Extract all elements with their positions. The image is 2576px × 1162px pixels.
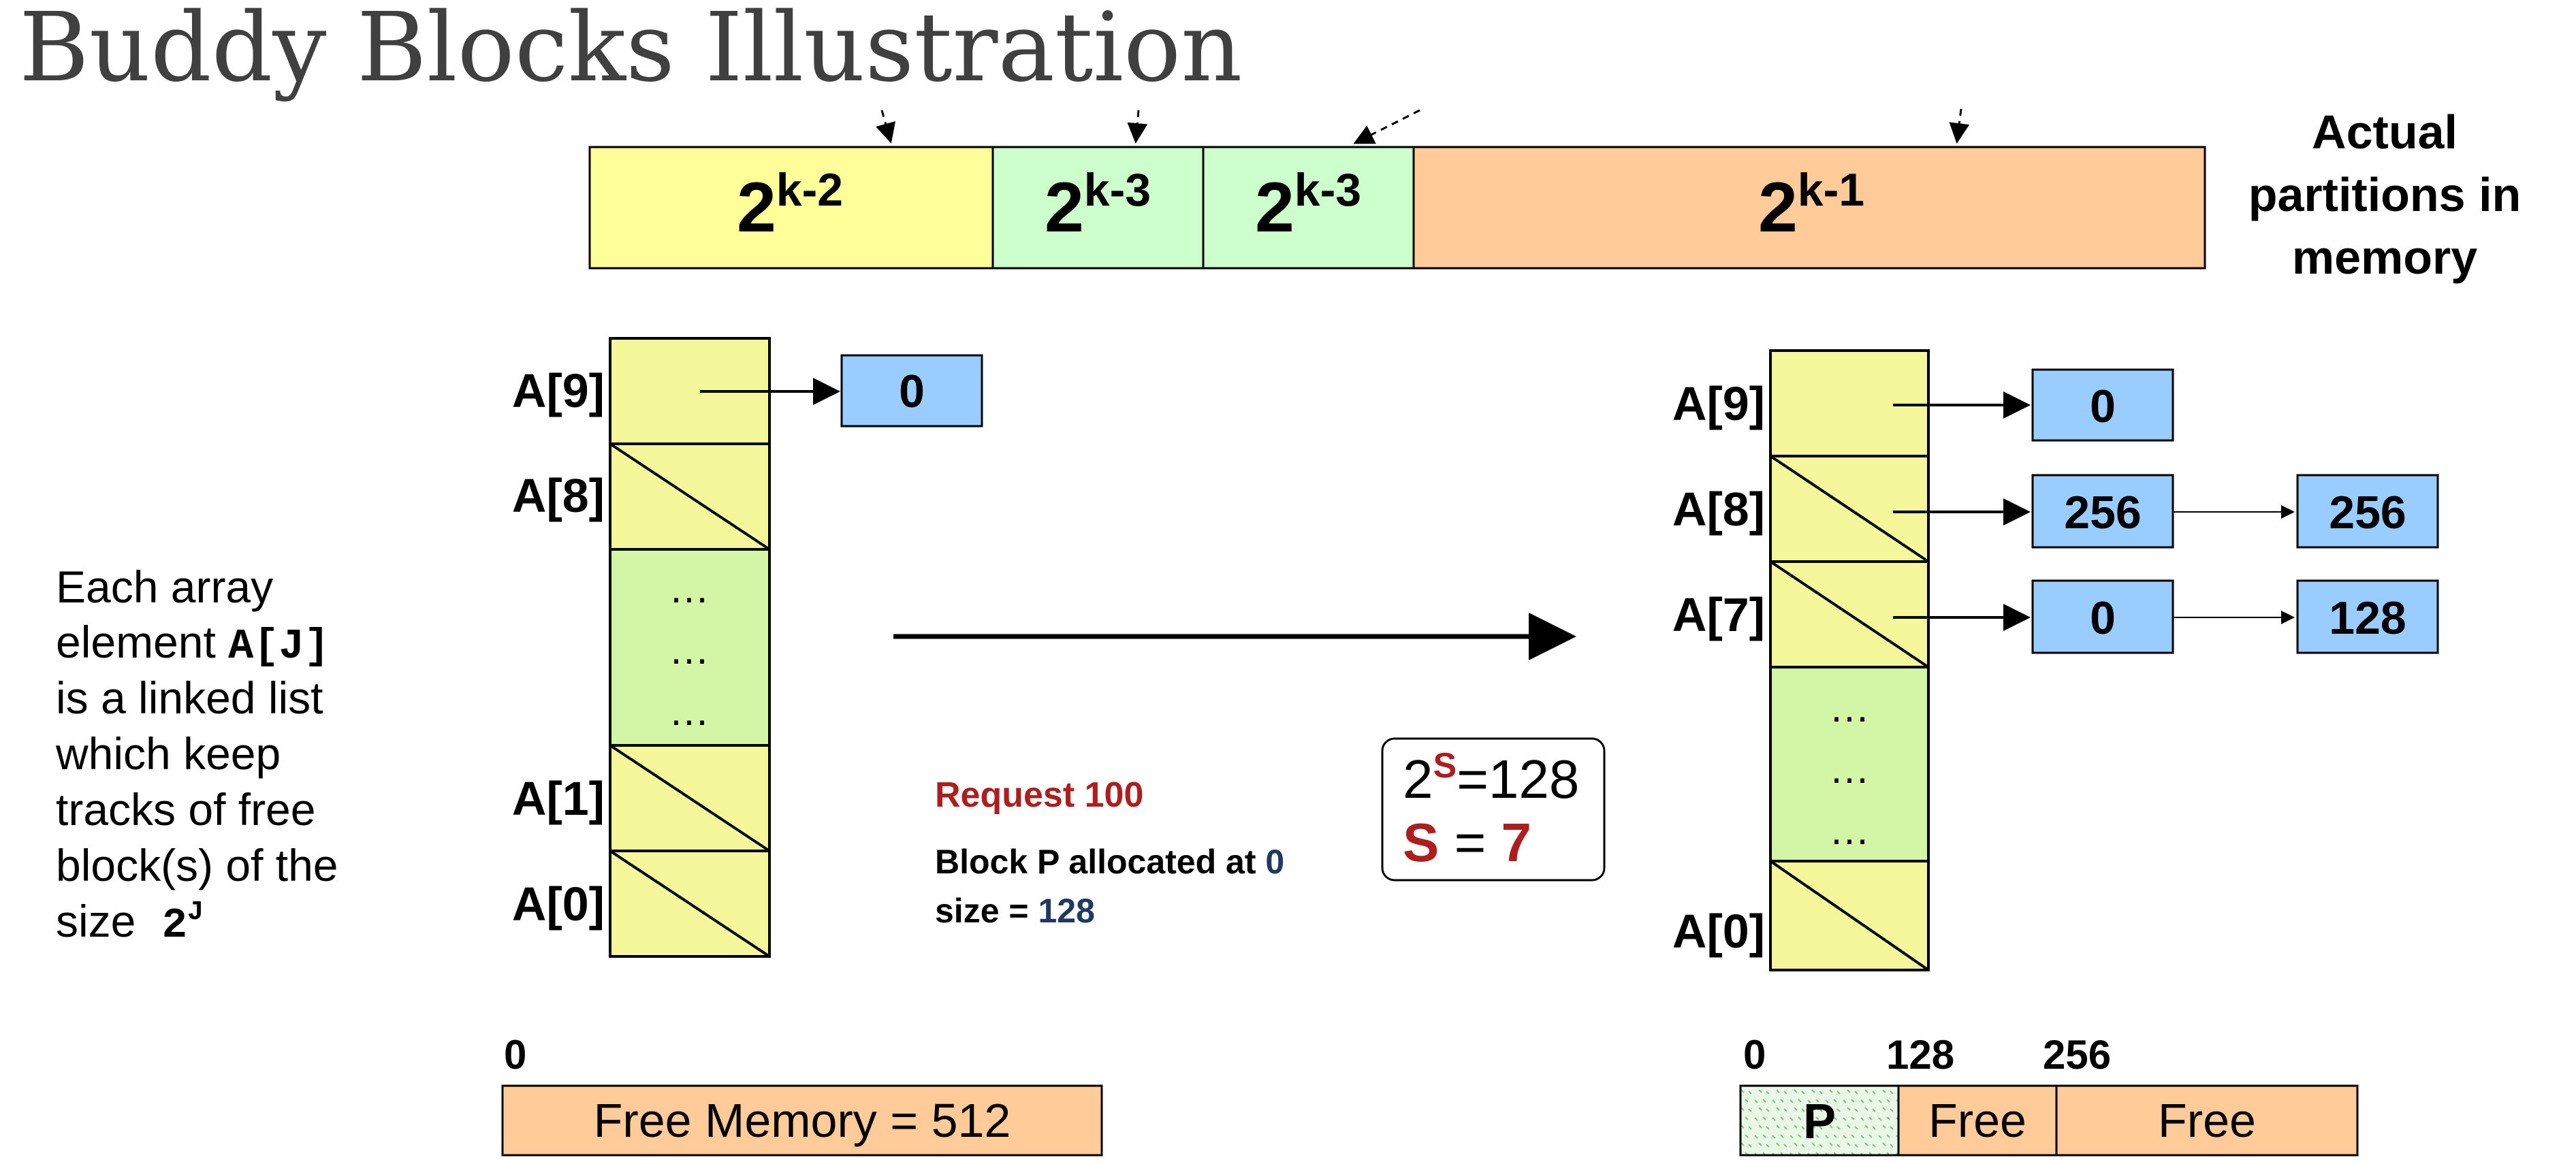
caption-line-2: partitions in <box>2248 168 2522 221</box>
array-description: Each array element A[J] is a linked list… <box>55 562 338 950</box>
right-a9-node <box>2031 368 2174 442</box>
right-memory-block-free-2 <box>2055 1084 2359 1157</box>
right-cell-a9 <box>1769 349 1930 457</box>
left-ellipsis-3: … <box>669 688 710 734</box>
right-label-a7: A[7] <box>1672 588 1765 641</box>
partition-pointer-arrows <box>876 108 1970 144</box>
desc-line-5: tracks of free <box>56 784 315 835</box>
pointer-arrow-4 <box>1949 108 1970 144</box>
formula-box: 2S=128 S = 7 <box>1381 737 1606 882</box>
right-ellipsis-1: … <box>1829 685 1870 730</box>
right-tick-128: 128 <box>1886 1032 1954 1078</box>
right-memory-label-free-1: Free <box>1928 1094 2026 1147</box>
pointer-arrow-2 <box>1127 110 1148 144</box>
pointer-arrow-3 <box>1353 109 1420 144</box>
left-a9-node-value: 0 <box>899 366 925 417</box>
caption-line-3: memory <box>2292 231 2477 284</box>
right-memory-label-p: P <box>1803 1095 1836 1149</box>
partition-block-k3-a <box>991 146 1205 270</box>
right-label-a8: A[8] <box>1672 483 1765 536</box>
left-cell-middle <box>609 548 771 747</box>
formula-box-border <box>1381 737 1606 882</box>
partition-block-k1 <box>1412 146 2206 270</box>
right-a9-node-value: 0 <box>2090 381 2116 432</box>
right-a8-node-1 <box>2031 474 2174 549</box>
left-label-a8: A[8] <box>512 469 605 522</box>
left-label-a1: A[1] <box>512 772 605 825</box>
right-memory-label-free-2: Free <box>2158 1094 2256 1147</box>
left-cell-a1-null <box>609 744 771 852</box>
left-cell-a8-null <box>609 442 771 551</box>
formula-s-line: S = 7 <box>1403 812 1531 873</box>
right-memory-block-p <box>1739 1084 1900 1157</box>
left-label-a9: A[9] <box>512 364 605 417</box>
right-memory-bar: 0 128 256 P Free Free <box>1739 1032 2359 1157</box>
page-title: Buddy Blocks Illustration <box>19 0 1242 103</box>
right-a7-node-2-value: 128 <box>2329 592 2406 644</box>
left-label-a0: A[0] <box>512 877 605 931</box>
left-memory-block <box>501 1084 1103 1157</box>
left-cell-a0-null <box>609 850 771 958</box>
right-cell-a7-diag <box>1769 560 1930 668</box>
right-a7-node-2 <box>2296 579 2439 654</box>
left-ellipsis-2: … <box>669 627 710 673</box>
desc-line-2: element A[J] <box>56 617 330 671</box>
request-size-line: size = 128 <box>935 892 1095 930</box>
left-a9-node <box>840 354 983 427</box>
partitions-caption: Actual partitions in memory <box>2248 106 2522 284</box>
desc-line-6: block(s) of the <box>56 840 338 890</box>
right-cell-a0-null <box>1769 860 1930 971</box>
right-ellipsis-2: … <box>1829 746 1870 792</box>
partition-block-k3-b <box>1202 146 1415 270</box>
request-info: Request 100 Block P allocated at 0 size … <box>935 775 1284 930</box>
request-block-line: Block P allocated at 0 <box>935 843 1284 881</box>
left-memory-bar: 0 Free Memory = 512 <box>501 1032 1103 1157</box>
request-label: Request 100 <box>935 775 1143 815</box>
partition-block-k2 <box>588 146 994 270</box>
right-a7-node-1 <box>2031 579 2174 654</box>
left-memory-start: 0 <box>504 1032 526 1078</box>
right-a8-node-2 <box>2296 474 2439 549</box>
partition-label-k3-a: 2k-3 <box>1045 164 1151 247</box>
desc-line-4: which keep <box>55 728 281 779</box>
partition-label-k1: 2k-1 <box>1758 164 1864 247</box>
formula-power-line: 2S=128 <box>1403 746 1579 809</box>
left-ellipsis-1: … <box>669 566 710 611</box>
left-memory-label: Free Memory = 512 <box>594 1094 1011 1147</box>
partition-label-k3-b: 2k-3 <box>1255 164 1361 247</box>
right-free-list-array: … … … A[9] A[8] A[7] A[0] 0 256 256 0 12… <box>1672 349 2439 971</box>
right-tick-256: 256 <box>2043 1032 2111 1078</box>
left-free-list-array: … … … A[9] A[8] A[1] A[0] 0 <box>512 337 983 958</box>
desc-line-7: size 2J <box>56 896 204 950</box>
right-a8-node-1-value: 256 <box>2064 487 2141 538</box>
right-ellipsis-3: … <box>1829 807 1870 853</box>
partitions-bar: 2k-2 2k-3 2k-3 2k-1 <box>588 146 2206 270</box>
right-memory-block-free-1 <box>1897 1084 2058 1157</box>
right-cell-a8-diag <box>1769 455 1930 563</box>
partition-label-k2: 2k-2 <box>737 164 843 247</box>
caption-line-1: Actual <box>2312 106 2458 159</box>
desc-line-3: is a linked list <box>56 673 323 723</box>
pointer-arrow-1 <box>876 110 896 144</box>
right-label-a9: A[9] <box>1672 377 1765 430</box>
right-cell-middle <box>1769 666 1930 862</box>
right-a7-node-1-value: 0 <box>2090 592 2116 644</box>
right-label-a0: A[0] <box>1672 905 1765 958</box>
desc-line-1: Each array <box>56 562 273 612</box>
right-tick-0: 0 <box>1743 1032 1766 1078</box>
right-a8-node-2-value: 256 <box>2329 487 2406 538</box>
